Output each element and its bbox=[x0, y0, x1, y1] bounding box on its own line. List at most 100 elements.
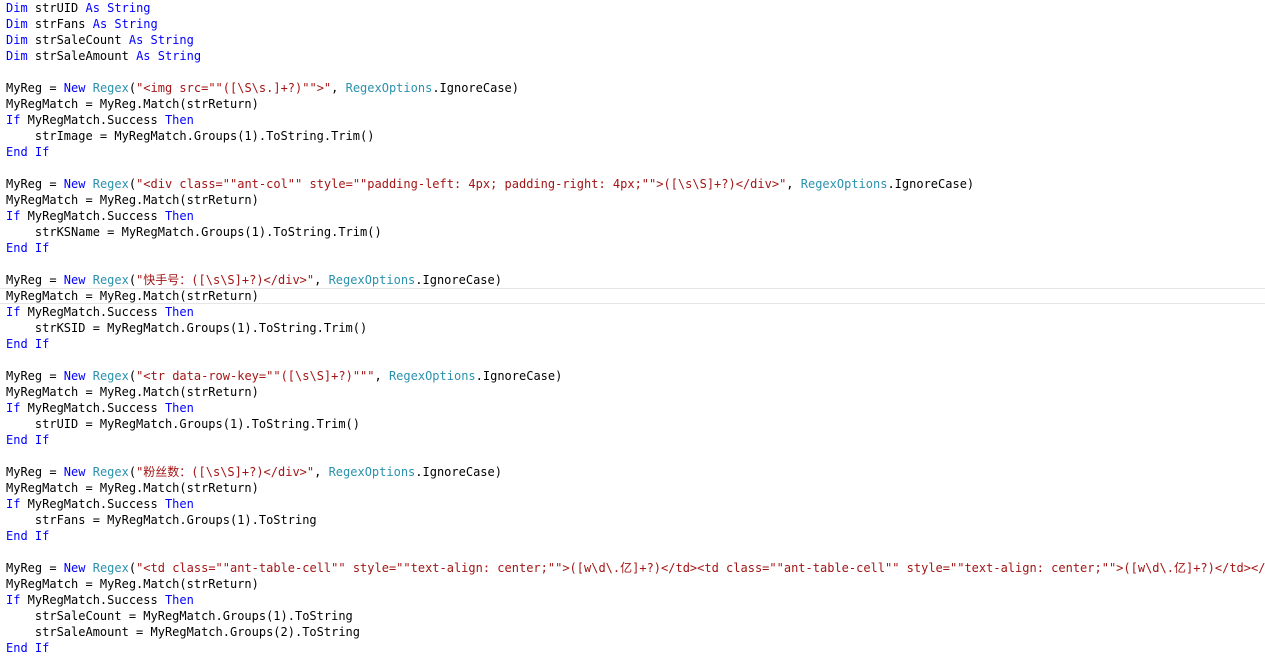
code-text-token: MyRegMatch.Success bbox=[20, 401, 165, 415]
code-line[interactable] bbox=[6, 256, 1265, 272]
code-text-token: ( bbox=[128, 81, 137, 95]
code-line[interactable]: MyRegMatch = MyReg.Match(strReturn) bbox=[6, 96, 1265, 112]
code-text-token: MyReg = bbox=[6, 273, 64, 287]
code-line[interactable]: End If bbox=[6, 528, 1265, 544]
code-line[interactable]: Dim strSaleAmount As String bbox=[6, 48, 1265, 64]
code-line[interactable]: strKSID = MyRegMatch.Groups(1).ToString.… bbox=[6, 320, 1265, 336]
string-token: "<td class=""ant-table-cell"" style=""te… bbox=[136, 561, 1265, 575]
code-text-token: , bbox=[786, 177, 801, 191]
code-line[interactable]: strUID = MyRegMatch.Groups(1).ToString.T… bbox=[6, 416, 1265, 432]
code-line[interactable]: strFans = MyRegMatch.Groups(1).ToString bbox=[6, 512, 1265, 528]
code-text-token: MyReg = bbox=[6, 369, 64, 383]
keyword-token: Then bbox=[164, 401, 194, 415]
type-token: RegexOptions bbox=[388, 369, 476, 383]
code-text-token: .IgnoreCase) bbox=[475, 369, 563, 383]
code-text-token: strSaleCount = MyRegMatch.Groups(1).ToSt… bbox=[6, 609, 353, 623]
keyword-token: As bbox=[92, 17, 108, 31]
code-text-token: MyReg = bbox=[6, 561, 64, 575]
code-text-token: , bbox=[331, 81, 346, 95]
keyword-token: New bbox=[63, 561, 86, 575]
code-line[interactable]: MyReg = New Regex("粉丝数：([\s\S]+?)</div>"… bbox=[6, 464, 1265, 480]
code-line[interactable]: Dim strUID As String bbox=[6, 0, 1265, 16]
keyword-token: End If bbox=[6, 241, 50, 255]
keyword-token: If bbox=[6, 593, 21, 607]
code-line[interactable]: MyRegMatch = MyReg.Match(strReturn) bbox=[6, 480, 1265, 496]
keyword-token: Then bbox=[164, 497, 194, 511]
code-line[interactable]: MyReg = New Regex("<tr data-row-key=""([… bbox=[6, 368, 1265, 384]
code-line[interactable]: If MyRegMatch.Success Then bbox=[6, 304, 1265, 320]
code-line[interactable] bbox=[6, 64, 1265, 80]
code-line[interactable]: strSaleAmount = MyRegMatch.Groups(2).ToS… bbox=[6, 624, 1265, 640]
code-line[interactable]: MyRegMatch = MyReg.Match(strReturn) bbox=[6, 288, 1265, 304]
keyword-token: If bbox=[6, 305, 21, 319]
code-line[interactable] bbox=[6, 544, 1265, 560]
code-line[interactable]: strKSName = MyRegMatch.Groups(1).ToStrin… bbox=[6, 224, 1265, 240]
code-line[interactable]: End If bbox=[6, 336, 1265, 352]
code-text-token bbox=[85, 561, 92, 575]
type-token: RegexOptions bbox=[328, 273, 416, 287]
keyword-token: End If bbox=[6, 641, 50, 655]
code-text-token: strSaleAmount bbox=[27, 49, 137, 63]
string-token: "<div class=""ant-col"" style=""padding-… bbox=[136, 177, 787, 191]
code-text-token: .IgnoreCase) bbox=[415, 465, 502, 479]
code-text-token: strKSID = MyRegMatch.Groups(1).ToString.… bbox=[6, 321, 368, 335]
code-line[interactable]: End If bbox=[6, 144, 1265, 160]
code-text-token: strSaleCount bbox=[27, 33, 129, 47]
keyword-token: If bbox=[6, 497, 21, 511]
code-line[interactable]: MyRegMatch = MyReg.Match(strReturn) bbox=[6, 192, 1265, 208]
code-line[interactable] bbox=[6, 352, 1265, 368]
type-token: RegexOptions bbox=[800, 177, 888, 191]
keyword-token: Then bbox=[164, 209, 194, 223]
keyword-token: Then bbox=[164, 113, 194, 127]
code-line[interactable]: MyReg = New Regex("<td class=""ant-table… bbox=[6, 560, 1265, 576]
code-line[interactable]: End If bbox=[6, 432, 1265, 448]
code-line[interactable]: MyReg = New Regex("<img src=""([\S\s.]+?… bbox=[6, 80, 1265, 96]
code-text-token bbox=[85, 177, 92, 191]
type-token: Regex bbox=[92, 369, 129, 383]
code-text-token: MyRegMatch.Success bbox=[20, 497, 165, 511]
code-line[interactable]: MyReg = New Regex("<div class=""ant-col"… bbox=[6, 176, 1265, 192]
code-text-token bbox=[85, 273, 92, 287]
code-line[interactable]: Dim strSaleCount As String bbox=[6, 32, 1265, 48]
code-text-token: , bbox=[314, 465, 329, 479]
code-text-token bbox=[85, 465, 92, 479]
code-line[interactable]: End If bbox=[6, 640, 1265, 656]
keyword-token: End If bbox=[6, 337, 50, 351]
code-text-token: ( bbox=[128, 369, 137, 383]
code-text-token: MyReg = bbox=[6, 81, 64, 95]
code-text-token: ( bbox=[128, 273, 137, 287]
code-text-token: strImage = MyRegMatch.Groups(1).ToString… bbox=[6, 129, 375, 143]
code-text-token: .IgnoreCase) bbox=[432, 81, 520, 95]
code-line[interactable]: strSaleCount = MyRegMatch.Groups(1).ToSt… bbox=[6, 608, 1265, 624]
code-line[interactable]: strImage = MyRegMatch.Groups(1).ToString… bbox=[6, 128, 1265, 144]
keyword-token: Dim bbox=[6, 49, 28, 63]
keyword-token: String bbox=[114, 17, 158, 31]
code-line[interactable]: If MyRegMatch.Success Then bbox=[6, 400, 1265, 416]
keyword-token: Dim bbox=[6, 1, 28, 15]
code-text-token: strUID = MyRegMatch.Groups(1).ToString.T… bbox=[6, 417, 361, 431]
code-text-token: MyReg = bbox=[6, 465, 64, 479]
code-line[interactable]: If MyRegMatch.Success Then bbox=[6, 592, 1265, 608]
code-line[interactable]: MyReg = New Regex("快手号：([\s\S]+?)</div>"… bbox=[6, 272, 1265, 288]
keyword-token: Then bbox=[164, 305, 194, 319]
code-line[interactable]: If MyRegMatch.Success Then bbox=[6, 112, 1265, 128]
code-line[interactable]: Dim strFans As String bbox=[6, 16, 1265, 32]
code-line[interactable] bbox=[6, 160, 1265, 176]
type-token: Regex bbox=[92, 273, 129, 287]
type-token: Regex bbox=[92, 81, 129, 95]
code-line[interactable]: End If bbox=[6, 240, 1265, 256]
keyword-token: String bbox=[150, 33, 194, 47]
code-text-token: MyRegMatch = MyReg.Match(strReturn) bbox=[6, 97, 259, 111]
keyword-token: As bbox=[128, 33, 144, 47]
code-line[interactable]: MyRegMatch = MyReg.Match(strReturn) bbox=[6, 384, 1265, 400]
code-line[interactable]: If MyRegMatch.Success Then bbox=[6, 496, 1265, 512]
code-text-token: MyRegMatch.Success bbox=[20, 209, 165, 223]
code-line[interactable]: If MyRegMatch.Success Then bbox=[6, 208, 1265, 224]
code-text-token bbox=[85, 369, 92, 383]
keyword-token: String bbox=[157, 49, 202, 63]
keyword-token: Then bbox=[164, 593, 194, 607]
code-line[interactable] bbox=[6, 448, 1265, 464]
code-line[interactable]: MyRegMatch = MyReg.Match(strReturn) bbox=[6, 576, 1265, 592]
